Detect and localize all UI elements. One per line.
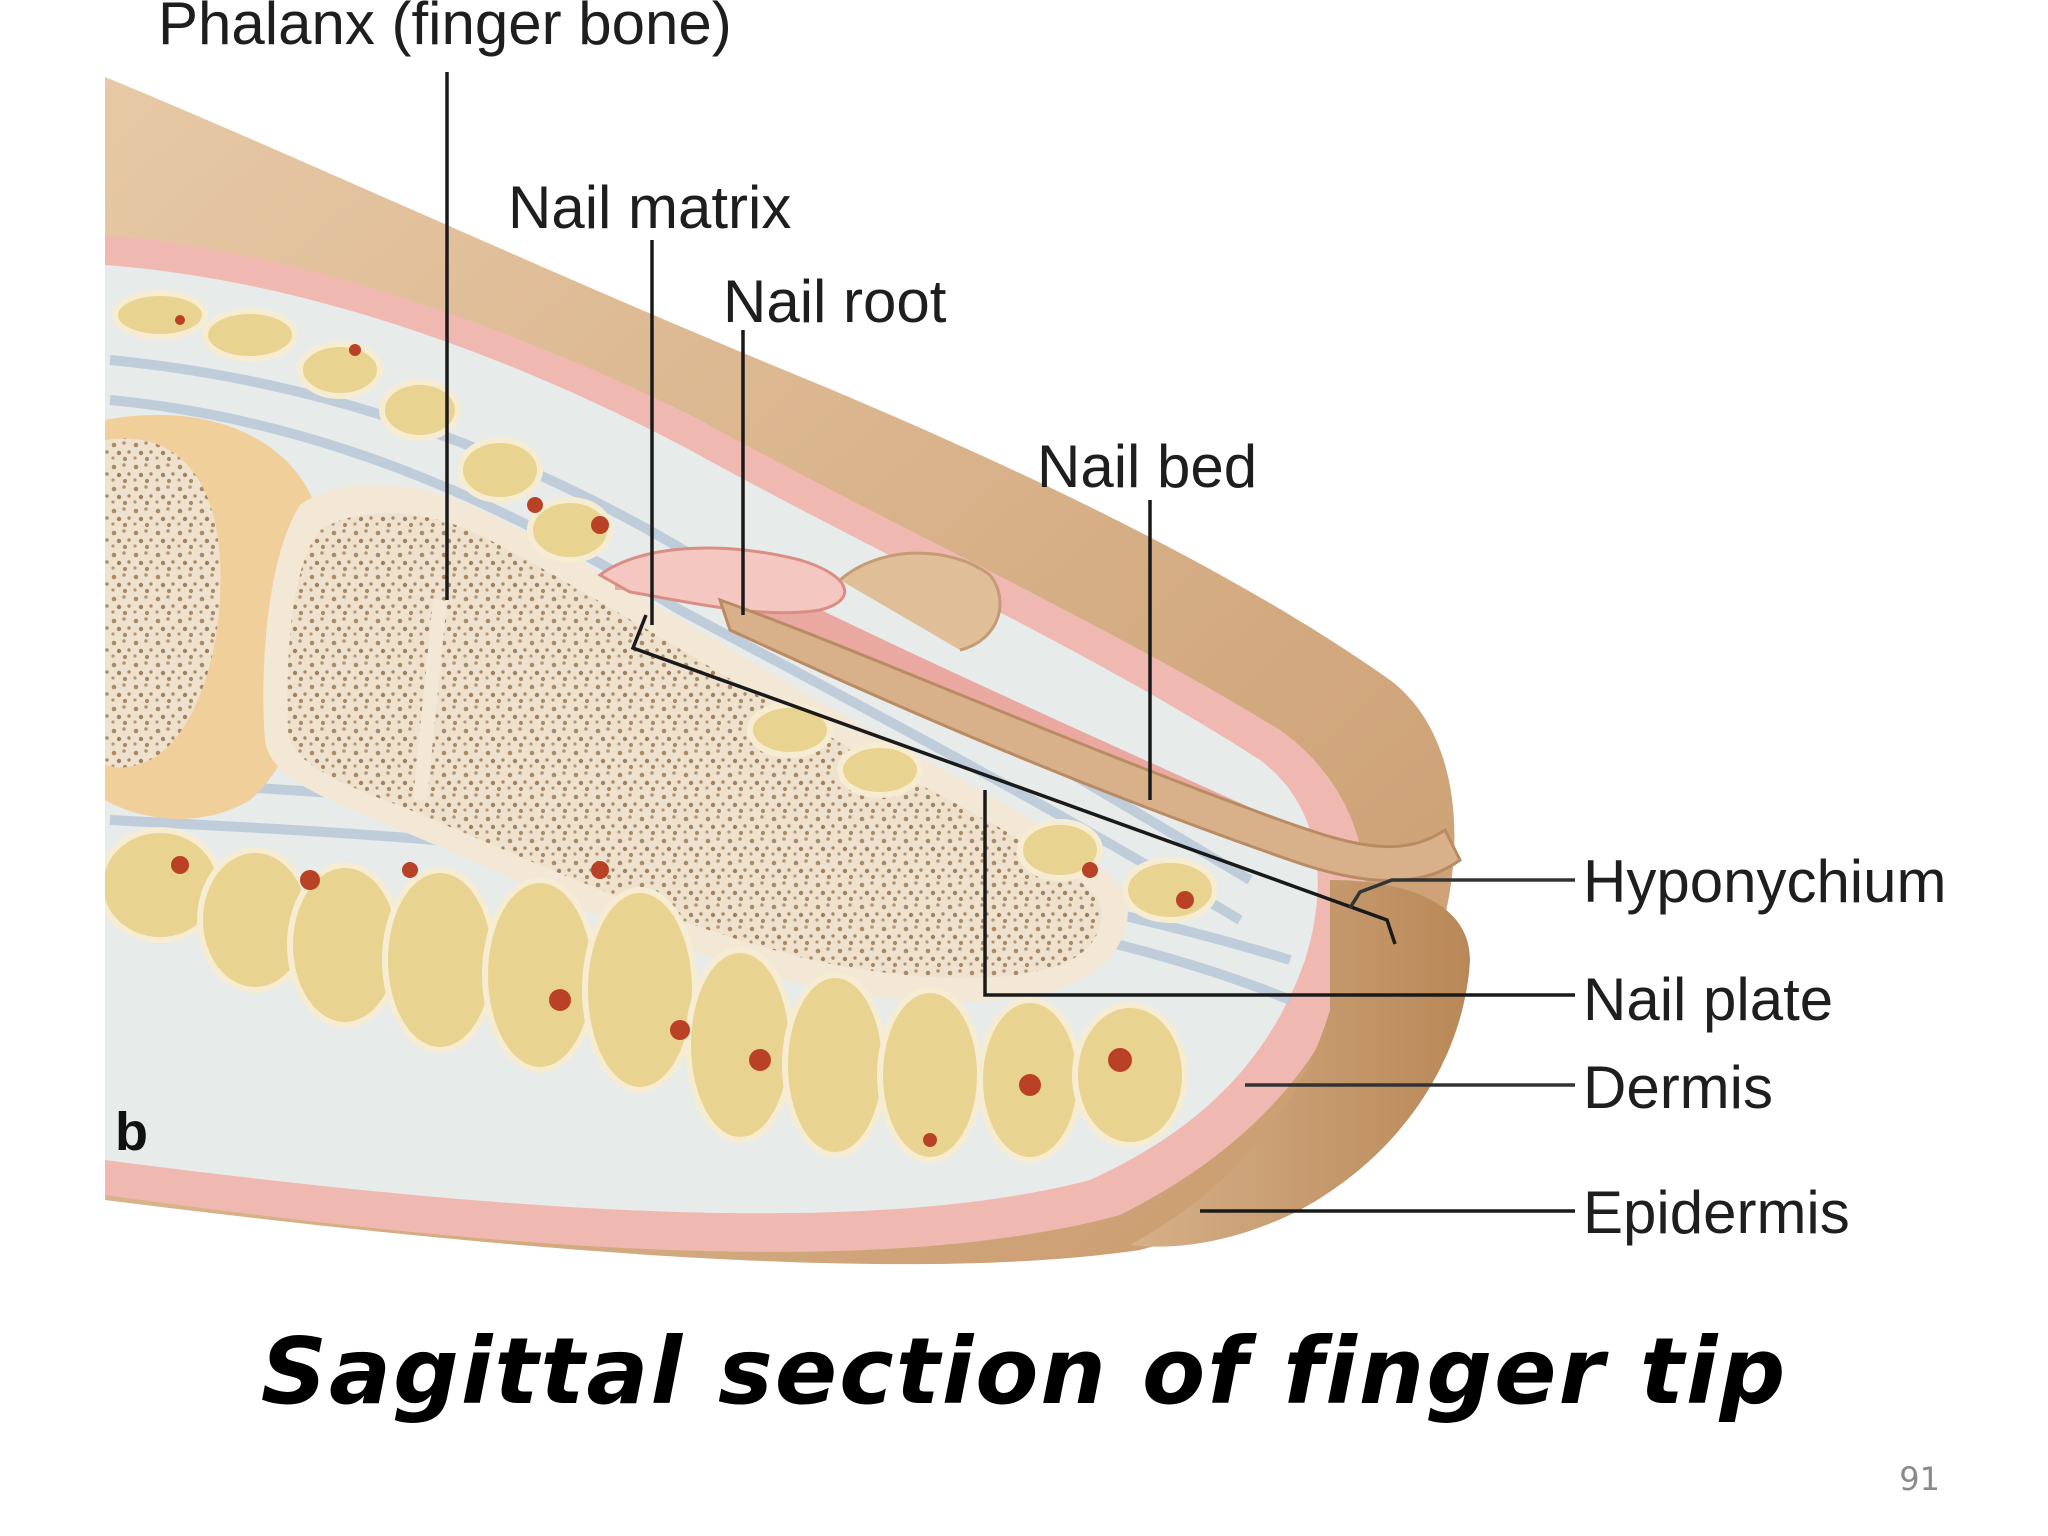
label-dermis: Dermis <box>1583 1054 1773 1121</box>
distal-phalanx-spongy <box>287 513 1102 979</box>
middle-phalanx-head <box>105 438 221 768</box>
label-nail-bed: Nail bed <box>1037 433 1257 500</box>
fat-lobules <box>105 290 1218 1163</box>
slide-caption: Sagittal section of finger tip <box>260 1318 1788 1425</box>
cuticle-ridge <box>839 551 1002 652</box>
blood-vessels <box>171 315 1194 1147</box>
leader-lines <box>445 72 1575 1213</box>
nail-fold <box>597 546 846 615</box>
nail-plate-shape <box>717 597 1462 883</box>
label-nail-matrix: Nail matrix <box>508 174 791 241</box>
panel-letter: b <box>115 1102 148 1162</box>
label-epidermis: Epidermis <box>1583 1179 1850 1246</box>
fingertip-pad <box>1130 880 1470 1247</box>
label-nail-plate: Nail plate <box>1583 966 1833 1033</box>
label-phalanx: Phalanx (finger bone) <box>158 0 732 57</box>
label-nail-root: Nail root <box>723 268 947 335</box>
label-hyponychium: Hyponychium <box>1583 848 1947 915</box>
page-number: 91 <box>1899 1460 1940 1498</box>
